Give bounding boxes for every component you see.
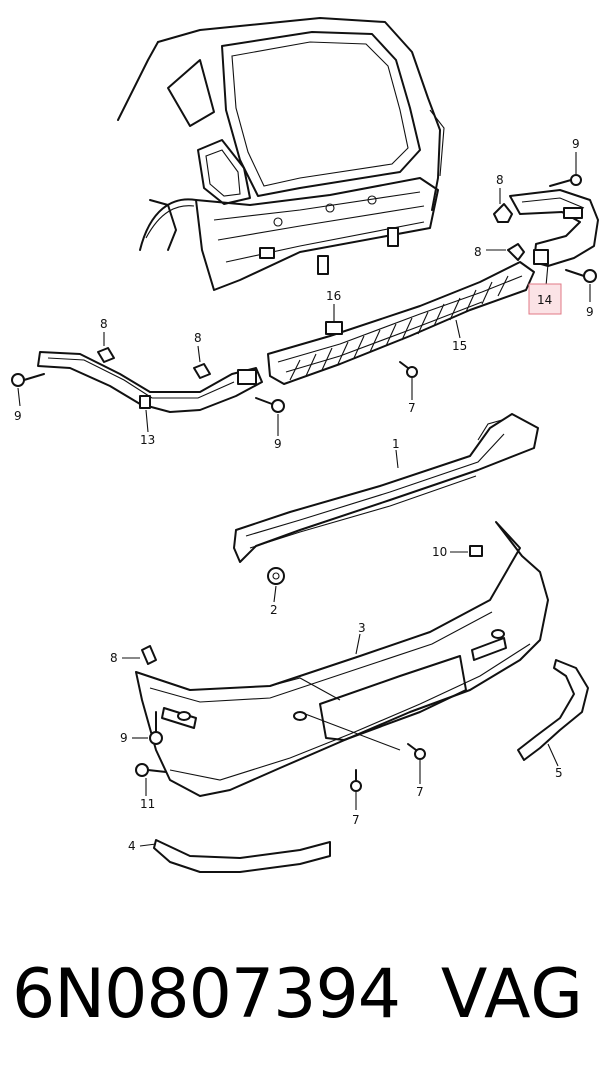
callout-8-a: 8 [496, 173, 504, 187]
callout-9-c: 9 [14, 409, 22, 423]
footer: 6N0807394 VAG [0, 955, 600, 1065]
callout-13: 13 [140, 433, 155, 447]
callout-14: 14 [537, 293, 552, 307]
part-1-bumper-bar [233, 413, 539, 563]
callout-8-c: 8 [100, 317, 108, 331]
part-13-left-bracket [37, 351, 263, 413]
callout-7-b: 7 [416, 785, 424, 799]
callout-4: 4 [128, 839, 136, 853]
callout-8-d: 8 [194, 331, 202, 345]
callout-8-b: 8 [474, 245, 482, 259]
brand-label: VAG [440, 955, 584, 1034]
callout-11: 11 [140, 797, 155, 811]
callout-9-a: 9 [572, 137, 580, 151]
callout-8-e: 8 [110, 651, 118, 665]
car-rear-body [117, 17, 445, 291]
part-15-center-carrier [267, 261, 535, 385]
callout-5: 5 [555, 766, 563, 780]
callout-15: 15 [452, 339, 467, 353]
callout-7-c: 7 [352, 813, 360, 827]
part-number: 6N0807394 [12, 955, 401, 1034]
callout-9-d: 9 [274, 437, 282, 451]
exploded-parts-diagram: 1 2 3 4 5 7 7 7 8 8 8 8 8 9 9 9 9 9 10 1… [11, 17, 599, 873]
callout-16: 16 [326, 289, 341, 303]
highlight-box-14 [528, 283, 562, 315]
part-4-left-trim [153, 839, 331, 873]
callout-1: 1 [392, 437, 400, 451]
part-5-right-trim [517, 659, 589, 761]
callout-3: 3 [358, 621, 366, 635]
part-14-right-bracket [509, 189, 599, 267]
callout-2: 2 [270, 603, 278, 617]
fasteners [11, 174, 597, 792]
leader-lines [17, 152, 591, 847]
callout-labels: 1 2 3 4 5 7 7 7 8 8 8 8 8 9 9 9 9 9 10 1… [14, 137, 594, 853]
callout-10: 10 [432, 545, 447, 559]
part-3-bumper-cover [135, 521, 549, 797]
callout-9-b: 9 [586, 305, 594, 319]
callout-9-e: 9 [120, 731, 128, 745]
callout-7-a: 7 [408, 401, 416, 415]
